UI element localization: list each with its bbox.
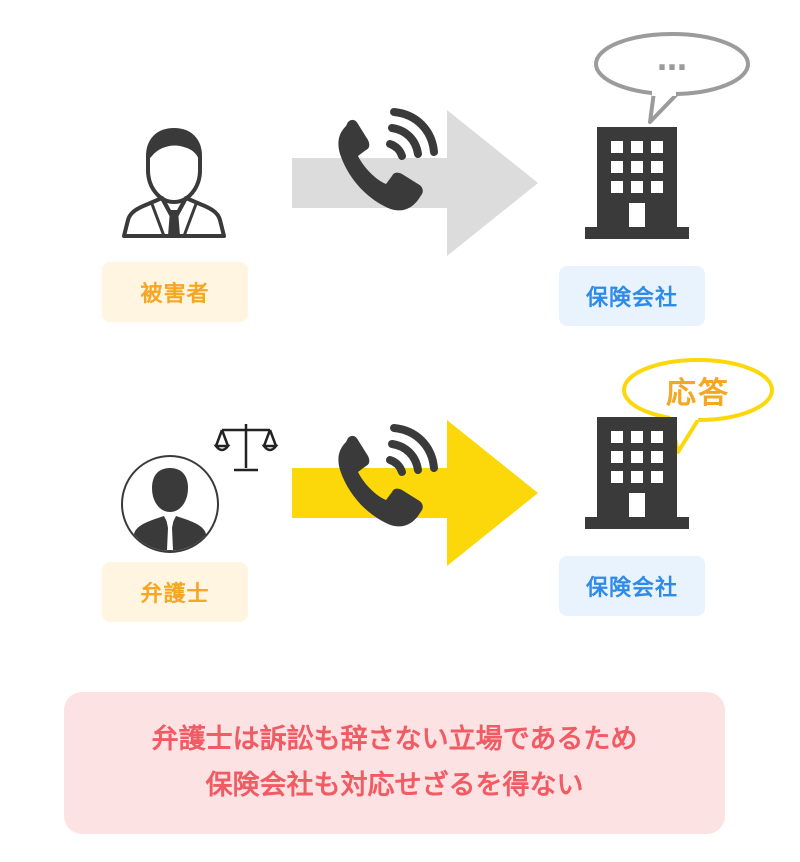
insurer-label-bottom: 保険会社 [559, 556, 705, 616]
insurer-label-top: 保険会社 [559, 266, 705, 326]
scales-of-justice-icon [213, 424, 279, 472]
explanation-note: 弁護士は訴訟も辞さない立場であるため 保険会社も対応せざるを得ない [64, 692, 725, 834]
insurer-label-text: 保険会社 [585, 576, 678, 601]
lawyer-label-text: 弁護士 [140, 582, 210, 607]
office-building-icon [585, 127, 689, 239]
bubble-text-respond: 応答 [666, 376, 730, 411]
bubble-text-silent: … [657, 42, 687, 78]
victim-label: 被害者 [102, 262, 248, 322]
lawyer-avatar-icon [121, 455, 219, 553]
note-line-2: 保険会社も対応せざるを得ない [205, 770, 584, 801]
victim-label-text: 被害者 [140, 282, 210, 307]
note-line-1: 弁護士は訴訟も辞さない立場であるため [151, 724, 638, 755]
yellow-arrow [292, 420, 538, 566]
phone-call-icon [338, 424, 438, 527]
speech-bubble-gray [594, 32, 750, 124]
lawyer-label: 弁護士 [102, 562, 248, 622]
man-suit-icon [122, 127, 226, 238]
office-building-icon [585, 417, 689, 529]
phone-call-icon [338, 108, 438, 211]
insurer-label-text: 保険会社 [585, 286, 678, 311]
